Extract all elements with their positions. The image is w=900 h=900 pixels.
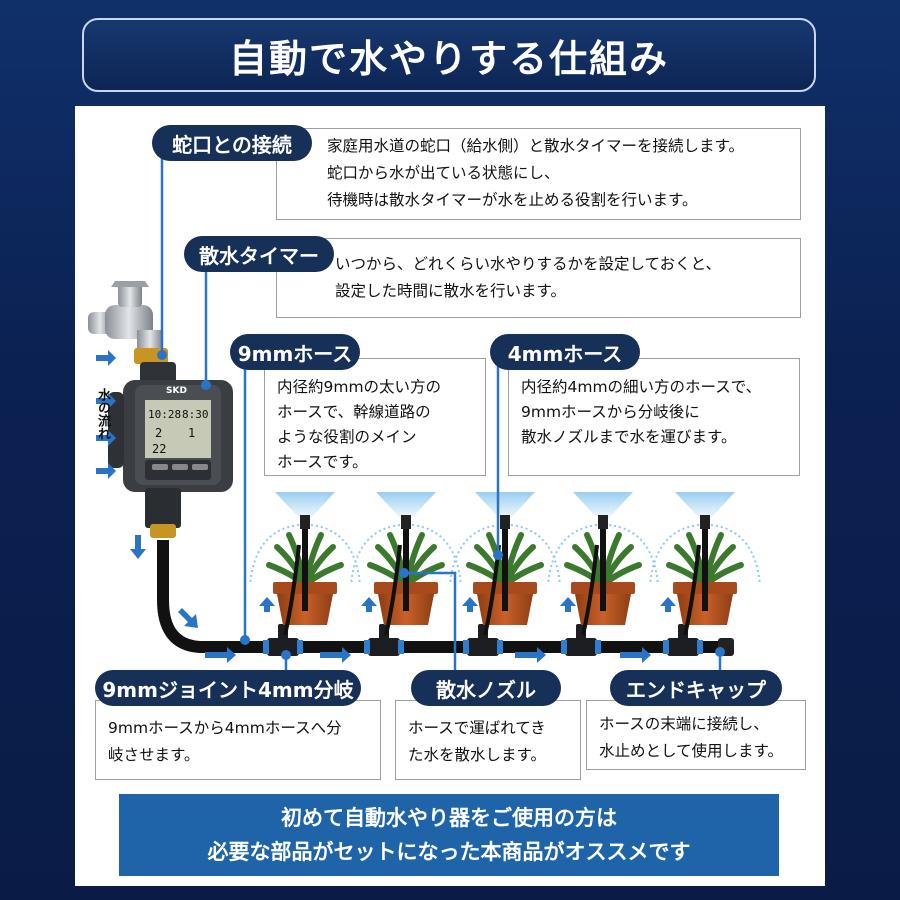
page-title: 自動で水やりする仕組み xyxy=(228,36,669,81)
hose-ellipsis: … xyxy=(524,632,542,653)
cta-line-2: 必要な部品がセットになった本商品がオススメです xyxy=(207,840,691,864)
timer-label: 散水タイマー xyxy=(184,236,334,272)
hose9-note-line-2: ホースで、幹線道路の xyxy=(277,403,431,421)
title-banner: 自動で水やりする仕組み xyxy=(82,18,816,92)
endcap-label: エンドキャップ xyxy=(610,670,782,706)
timer-note: いつから、どれくらい水やりするかを設定しておくと、 設定した時間に散水を行います… xyxy=(276,238,801,318)
nozzle-stake xyxy=(702,529,708,611)
nozzle-stake xyxy=(302,529,308,611)
tee-joint xyxy=(561,624,601,656)
faucet-label: 蛇口との接続 xyxy=(152,125,312,161)
faucet-note-line-1: 家庭用水道の蛇口（給水側）と散水タイマーを接続します。 xyxy=(327,137,744,155)
water-timer-device xyxy=(108,380,233,538)
tee-joint xyxy=(663,624,703,656)
hose9-label: 9mmホース xyxy=(230,334,360,370)
hose4-note: 内径約4mmの細い方のホースで、 9mmホースから分岐後に 散水ノズルまで水を運… xyxy=(508,358,800,476)
hose9-note-line-4: ホースです。 xyxy=(277,453,368,471)
nozzle-head xyxy=(401,515,411,529)
hose9-note: 内径約9mmの太い方の ホースで、幹線道路の ような役割のメイン ホースです。 xyxy=(264,358,486,476)
plant-pot xyxy=(249,492,361,636)
mist-spray xyxy=(675,492,735,520)
mist-spray xyxy=(573,492,633,520)
timer-brand: SKD xyxy=(166,386,187,396)
joint-label: 9mmジョイント4mm分岐 xyxy=(95,670,361,706)
joint-note-line-2: 岐させます。 xyxy=(108,746,200,764)
hose9-note-line-3: ような役割のメイン xyxy=(277,428,417,446)
nozzle-head xyxy=(598,515,608,529)
plant-pot xyxy=(350,492,462,636)
cta-banner: 初めて自動水やり器をご使用の方は 必要な部品がセットになった本商品がオススメです xyxy=(119,794,779,876)
branch-hose-4mm xyxy=(581,544,599,636)
faucet-illustration xyxy=(88,281,168,364)
nozzle-label: 散水ノズル xyxy=(411,670,561,706)
mist-spray xyxy=(275,492,335,520)
timer-note-line-2: 設定した時間に散水を行います。 xyxy=(335,282,566,300)
faucet-note-line-3: 待機時は散水タイマーが水を止める役割を行います。 xyxy=(327,191,698,209)
timer-time-left: 10:28 xyxy=(148,408,182,421)
timer-note-line-1: いつから、どれくらい水やりするかを設定しておくと、 xyxy=(335,255,721,273)
timer-hour-value: 1 xyxy=(188,426,196,440)
nozzle-head xyxy=(500,515,510,529)
joints-group xyxy=(263,624,703,656)
hose4-note-line-2: 9mmホースから分岐後に xyxy=(521,403,700,421)
timer-bottom-value: 22 xyxy=(152,442,167,456)
endcap-note: ホースの末端に接続し、 水止めとして使用します。 xyxy=(586,700,806,770)
hose4-note-line-3: 散水ノズルまで水を運びます。 xyxy=(521,428,737,446)
tee-joint xyxy=(364,624,404,656)
timer-time-right: 8:30 xyxy=(182,408,209,421)
mist-spray xyxy=(376,492,436,520)
cta-line-1: 初めて自動水やり器をご使用の方は xyxy=(281,806,617,830)
nozzle-stake xyxy=(600,529,606,611)
mist-spray xyxy=(475,492,535,520)
nozzle-note-line-2: た水を散水します。 xyxy=(408,746,546,764)
nozzle-note: ホースで運ばれてき た水を散水します。 xyxy=(395,700,581,780)
plant-pot xyxy=(649,492,761,636)
pots-group xyxy=(249,492,761,636)
faucet-note: 家庭用水道の蛇口（給水側）と散水タイマーを接続します。 蛇口から水が出ている状態… xyxy=(276,128,801,220)
faucet-note-line-2: 蛇口から水が出ている状態にし、 xyxy=(327,164,560,182)
leader-dots xyxy=(157,350,725,660)
branch-hose-4mm xyxy=(384,544,402,636)
nozzle-head xyxy=(700,515,710,529)
joint-note: 9mmホースから4mmホースへ分 岐させます。 xyxy=(95,700,381,780)
plant-pot xyxy=(449,492,561,636)
hose9-note-line-1: 内径約9mmの太い方の xyxy=(277,378,442,396)
leader-lines xyxy=(160,155,722,680)
joint-note-line-1: 9mmホースから4mmホースへ分 xyxy=(108,719,342,737)
nozzle-note-line-1: ホースで運ばれてき xyxy=(408,719,546,737)
plant-pot xyxy=(547,492,659,636)
nozzle-stake xyxy=(502,529,508,611)
timer-day-value: 2 xyxy=(155,426,163,440)
branch-hose-4mm xyxy=(683,544,701,636)
branch-hose-4mm xyxy=(283,544,301,636)
hose4-note-line-1: 内径約4mmの細い方のホースで、 xyxy=(521,378,762,396)
hose4-label: 4mmホース xyxy=(490,334,640,370)
tee-joint xyxy=(463,624,503,656)
water-flow-label: 水の流れ xyxy=(95,388,110,440)
flow-arrows xyxy=(96,350,676,663)
main-hose-9mm xyxy=(157,540,720,653)
endcap-note-line-2: 水止めとして使用します。 xyxy=(599,742,783,760)
nozzle-head xyxy=(300,515,310,529)
endcap-note-line-1: ホースの末端に接続し、 xyxy=(599,715,769,733)
